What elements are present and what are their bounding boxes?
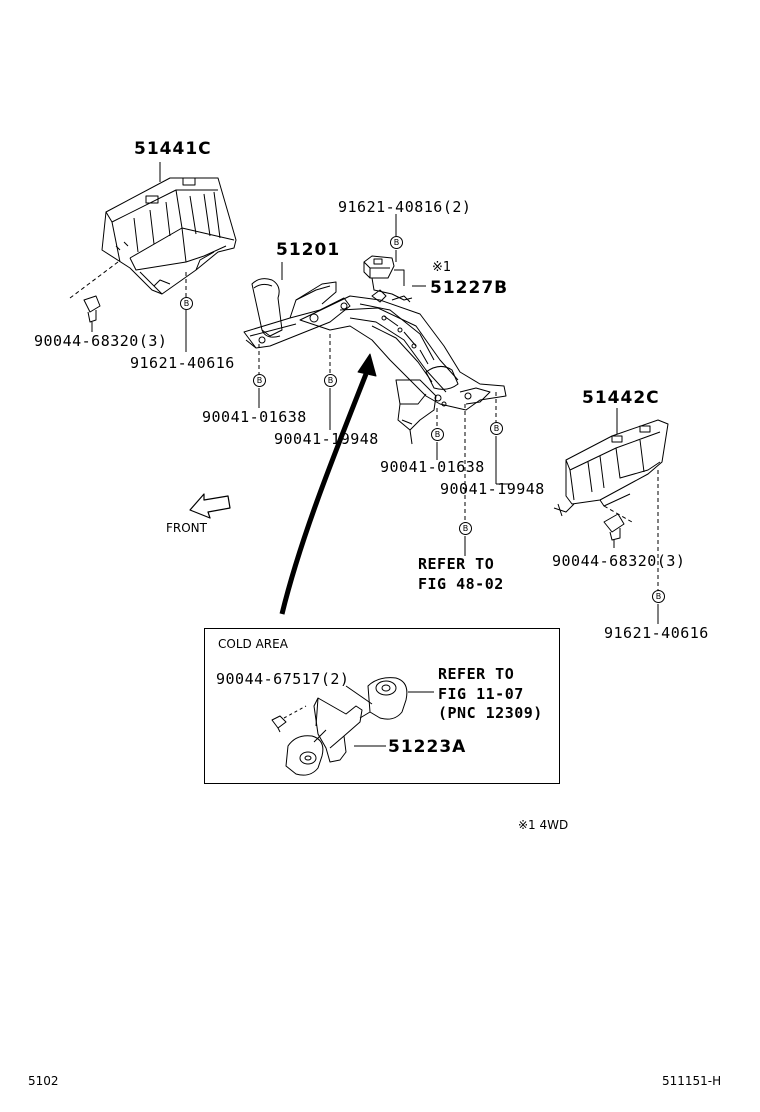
- b-marker: B: [459, 522, 472, 535]
- part-label-90044-68320-left: 90044-68320(3): [34, 332, 168, 350]
- page-number-left: 5102: [28, 1074, 59, 1088]
- part-label-51442c: 51442C: [582, 388, 660, 408]
- part-label-90041-01638-right: 90041-01638: [380, 458, 485, 476]
- reference-label-fig-48-02: REFER TO: [418, 555, 495, 573]
- b-marker: B: [180, 297, 193, 310]
- b-marker: B: [431, 428, 444, 441]
- cold-area-bracket-drawing: [271, 677, 408, 776]
- part-label-51227b: 51227B: [430, 278, 509, 298]
- b-marker: B: [490, 422, 503, 435]
- b-marker: B: [253, 374, 266, 387]
- part-label-90044-67517: 90044-67517(2): [216, 670, 350, 688]
- reference-label-fig-48-02: FIG 48-02: [418, 575, 504, 593]
- reference-arrow: [279, 373, 369, 615]
- part-label-51441c: 51441C: [134, 139, 212, 159]
- part-label-51223a: 51223A: [388, 737, 467, 757]
- reference-label-fig-11-07: FIG 11-07: [438, 685, 524, 703]
- clip-left-drawing: [69, 261, 119, 332]
- suspension-crossmember-drawing: [243, 278, 507, 445]
- cold-area-title: COLD AREA: [218, 637, 288, 651]
- part-label-91621-40816: 91621-40816(2): [338, 198, 472, 216]
- part-label-91621-40616-left: 91621-40616: [130, 354, 235, 372]
- page-number-right: 511151-H: [662, 1074, 722, 1088]
- part-label-51201: 51201: [276, 240, 341, 260]
- leader-line: [345, 685, 373, 705]
- b-marker: B: [324, 374, 337, 387]
- part-label-91621-40616-right: 91621-40616: [604, 624, 709, 642]
- engine-under-cover-left-drawing: [101, 177, 237, 295]
- clip-right-drawing: [603, 505, 633, 548]
- part-label-90041-19948-left: 90041-19948: [274, 430, 379, 448]
- front-label: FRONT: [166, 521, 207, 535]
- b-marker: B: [652, 590, 665, 603]
- part-label-90041-19948-right: 90041-19948: [440, 480, 545, 498]
- reference-label-fig-11-07: REFER TO: [438, 665, 515, 683]
- part-label-90041-01638-left: 90041-01638: [202, 408, 307, 426]
- front-arrow-icon: [189, 493, 231, 519]
- footnote-4wd: ※1 4WD: [518, 818, 569, 832]
- b-marker: B: [390, 236, 403, 249]
- bracket-drawing: [363, 255, 413, 301]
- note-marker: ※1: [432, 260, 452, 275]
- cold-area-inset: [204, 628, 560, 784]
- engine-under-cover-right-drawing: [553, 419, 669, 517]
- reference-label-pnc-12309: (PNC 12309): [438, 704, 543, 722]
- reference-arrow-head: [357, 353, 377, 377]
- part-label-90044-68320-right: 90044-68320(3): [552, 552, 686, 570]
